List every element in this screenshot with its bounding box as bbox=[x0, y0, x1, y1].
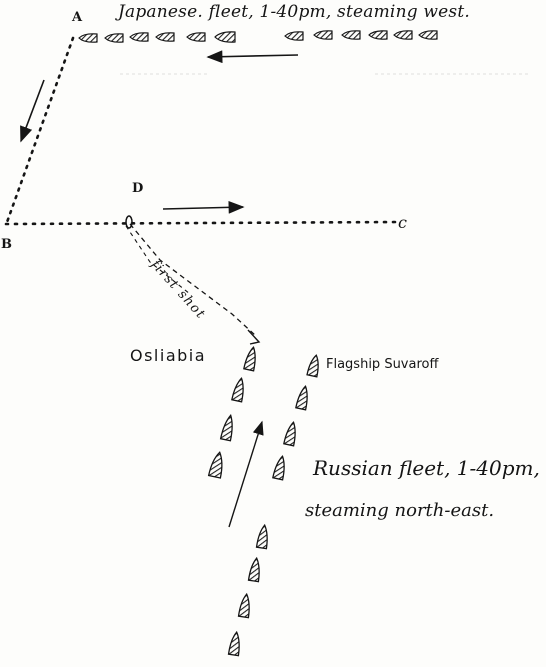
flagship-label: Flagship Suvaroff bbox=[326, 357, 439, 372]
russian-ship bbox=[237, 592, 250, 619]
russian-ship bbox=[207, 451, 223, 479]
point-b-label: B bbox=[1, 237, 12, 252]
russian-ship bbox=[295, 385, 308, 411]
first-shot-line bbox=[129, 223, 257, 337]
japanese-ship bbox=[186, 32, 206, 42]
russian-ship bbox=[227, 630, 240, 657]
russian-ship bbox=[272, 455, 285, 481]
japanese-ship bbox=[313, 30, 333, 40]
japanese-ship bbox=[341, 30, 361, 40]
russian-fleet-label-line1: Russian fleet, 1-40pm, bbox=[313, 456, 540, 480]
japanese-ship bbox=[129, 32, 149, 42]
track-b-c bbox=[4, 220, 399, 226]
japanese-fleet-label: Japanese. fleet, 1-40pm, steaming west. bbox=[118, 2, 470, 22]
track-a-b bbox=[4, 36, 75, 227]
japanese-ship bbox=[104, 33, 124, 43]
russian-ship-osliabia bbox=[243, 346, 256, 372]
russian-fleet-right-column bbox=[272, 354, 319, 481]
point-c-label: c bbox=[398, 213, 407, 232]
japanese-ship bbox=[155, 32, 175, 42]
japanese-ship bbox=[393, 30, 413, 40]
russian-ship bbox=[255, 523, 268, 550]
first-shot-arrowhead bbox=[247, 329, 261, 345]
arrow-japanese-west bbox=[206, 50, 299, 64]
russian-ship bbox=[231, 377, 244, 403]
osliabia-label: Osliabia bbox=[130, 346, 207, 365]
russian-ship bbox=[283, 421, 296, 447]
japanese-ship bbox=[368, 30, 388, 40]
first-shot-line-b bbox=[125, 225, 191, 295]
point-d-label: D bbox=[132, 181, 144, 196]
russian-ship bbox=[247, 556, 260, 583]
japanese-fleet-ships bbox=[78, 30, 438, 43]
japanese-ship bbox=[214, 31, 236, 43]
russian-ship bbox=[219, 413, 233, 442]
japanese-ship bbox=[418, 30, 438, 40]
arrow-a-to-b bbox=[20, 79, 45, 143]
russian-fleet-rear-column bbox=[227, 523, 268, 657]
arrow-d-to-c bbox=[162, 200, 245, 214]
japanese-ship bbox=[78, 33, 98, 43]
japanese-ship bbox=[284, 31, 304, 41]
russian-fleet-left-column bbox=[207, 346, 256, 479]
russian-fleet-label-line2: steaming north-east. bbox=[305, 500, 495, 521]
arrow-russian-north bbox=[228, 420, 264, 528]
point-a-label: A bbox=[72, 10, 83, 25]
point-d-marker bbox=[125, 215, 133, 229]
russian-ship-suvaroff bbox=[306, 354, 319, 378]
